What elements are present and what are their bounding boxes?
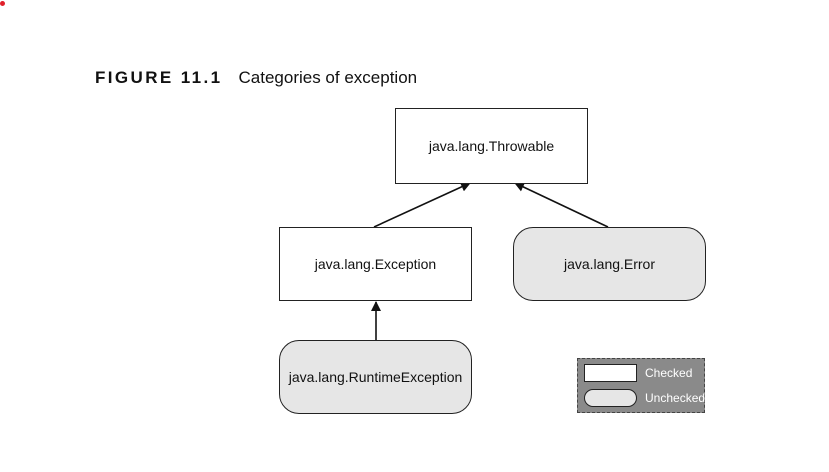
- node-exception-label: java.lang.Exception: [314, 256, 437, 272]
- legend-checked: Checked: [584, 364, 692, 382]
- node-error-label: java.lang.Error: [563, 256, 656, 272]
- node-exception: java.lang.Exception: [279, 227, 472, 301]
- legend: Checked Unchecked: [577, 358, 705, 413]
- arrow-exception-to-throwable: [373, 182, 471, 228]
- marker-dot: [0, 1, 5, 6]
- figure-caption: FIGURE 11.1 Categories of exception: [95, 68, 417, 88]
- node-throwable-label: java.lang.Throwable: [428, 138, 555, 154]
- node-runtime-exception: java.lang.RuntimeException: [279, 340, 472, 414]
- legend-checked-swatch: [584, 364, 637, 382]
- legend-checked-label: Checked: [645, 366, 693, 380]
- legend-unchecked-swatch: [584, 389, 637, 407]
- arrow-error-to-throwable: [514, 182, 609, 228]
- legend-unchecked: Unchecked: [584, 389, 705, 407]
- figure-title: Categories of exception: [238, 68, 418, 87]
- figure-label: FIGURE 11.1: [95, 68, 223, 87]
- node-error: java.lang.Error: [513, 227, 706, 301]
- legend-unchecked-label: Unchecked: [645, 391, 706, 405]
- node-runtime-exception-label: java.lang.RuntimeException: [288, 369, 463, 385]
- node-throwable: java.lang.Throwable: [395, 108, 588, 184]
